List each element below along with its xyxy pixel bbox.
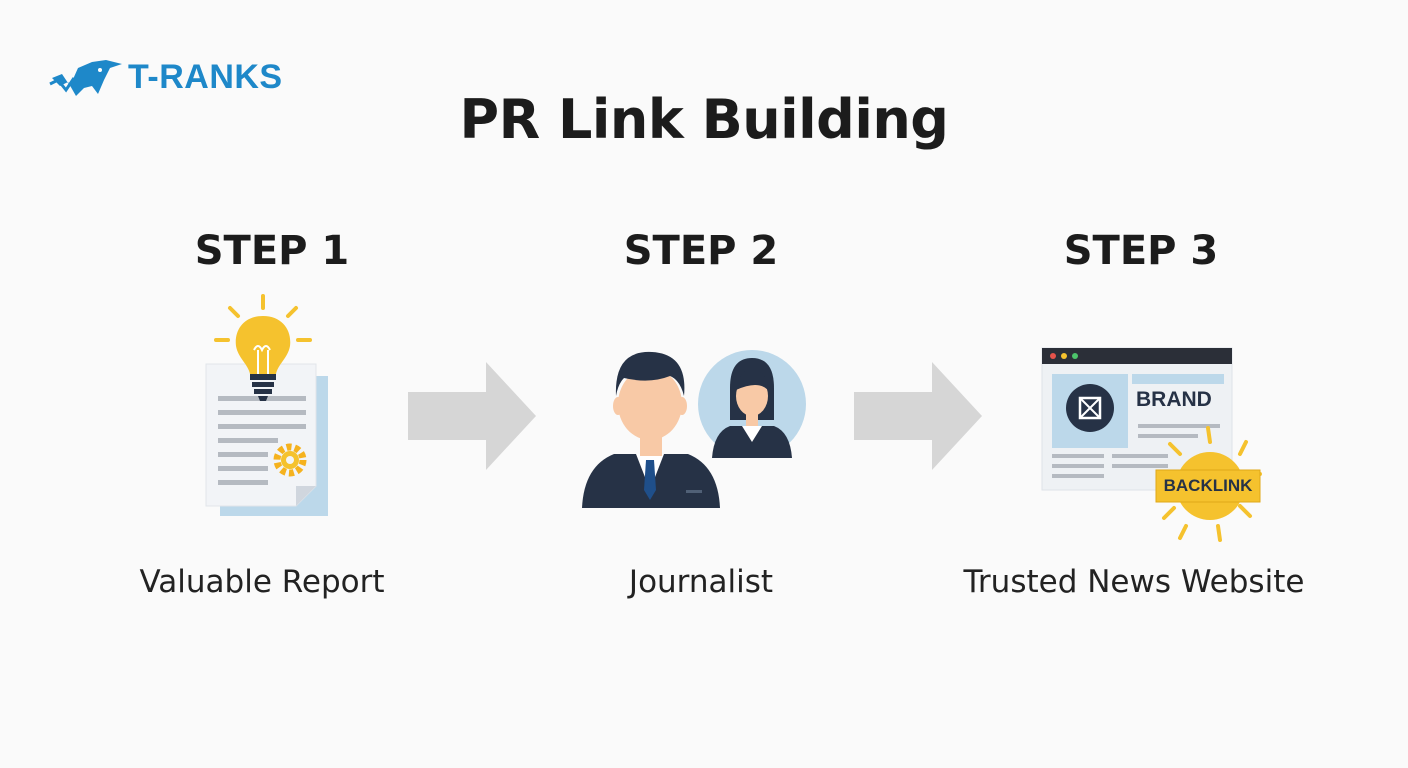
step-3-heading: STEP 3	[1063, 228, 1219, 274]
step-1-label: Valuable Report	[139, 564, 385, 600]
brand-logo: T-RANKS	[48, 50, 298, 106]
backlink-badge: BACKLINK	[1163, 476, 1253, 495]
step-1-to-2-arrow-icon	[408, 362, 536, 470]
step-2-heading: STEP 2	[623, 228, 779, 274]
brand-name: T-RANKS	[128, 58, 283, 96]
step-1-heading: STEP 1	[194, 228, 350, 274]
page-title: PR Link Building	[459, 88, 949, 151]
step-2-label: Journalist	[628, 564, 774, 600]
news-website-icon: BRAND BACKLINK	[1040, 346, 1270, 546]
step-3-label: Trusted News Website	[963, 564, 1305, 600]
report-lightbulb-icon	[205, 294, 328, 516]
step-2-to-3-arrow-icon	[854, 362, 982, 470]
brand-text: BRAND	[1136, 388, 1212, 411]
shark-logo-icon	[49, 60, 122, 96]
journalist-icon	[582, 350, 806, 508]
